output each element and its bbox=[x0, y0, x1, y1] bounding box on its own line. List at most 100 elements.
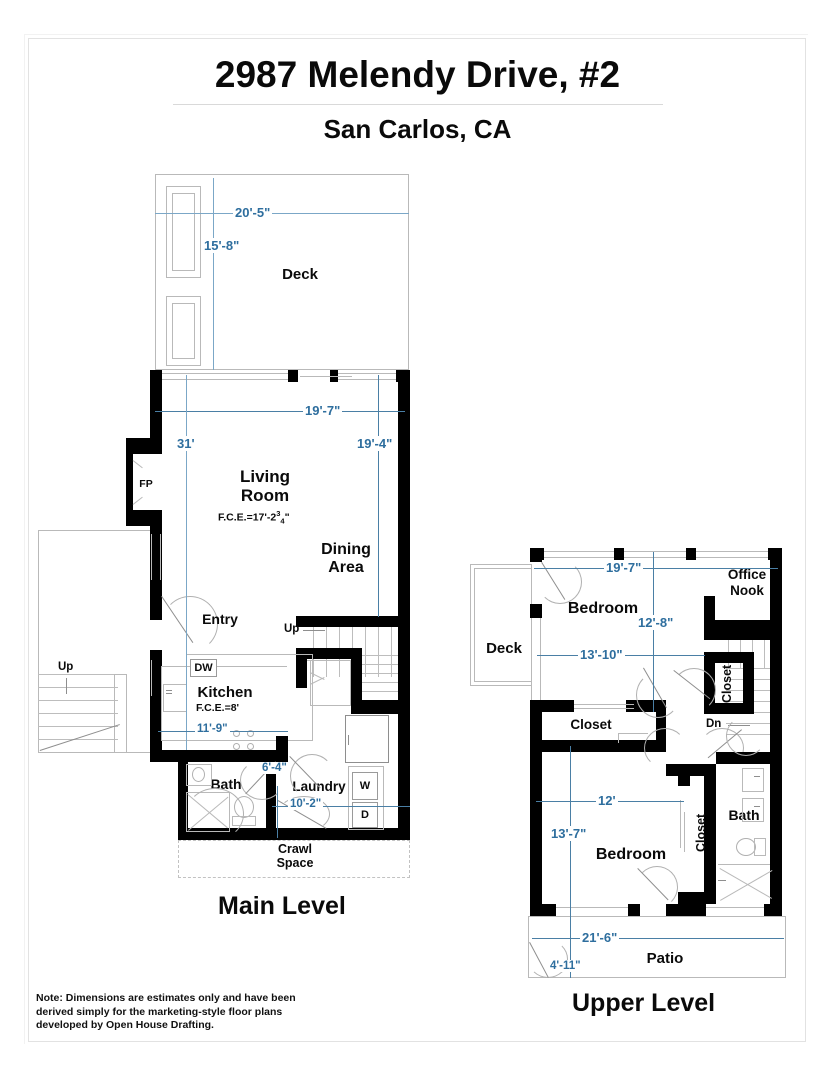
upper-bedroom-label: Bedroom bbox=[567, 600, 639, 617]
upper-stair-down-label: Dn bbox=[706, 718, 722, 730]
kitchen-counter-line-d bbox=[161, 666, 162, 740]
upper-deck-label: Deck bbox=[486, 640, 522, 657]
office-nook-label-line2: Nook bbox=[730, 583, 764, 598]
upper-top-window-5 bbox=[696, 551, 768, 552]
upper-wall-left-a bbox=[530, 548, 542, 562]
upper-closet-rod-1 bbox=[574, 704, 634, 705]
kitchen-label: Kitchen bbox=[197, 684, 253, 701]
main-wall-right bbox=[398, 370, 410, 742]
main-stair-wall-lower bbox=[362, 700, 398, 714]
main-stair-wall-top bbox=[296, 616, 398, 627]
upper-closet-wall-top bbox=[530, 700, 574, 712]
upper-closet-shelf-2 bbox=[618, 733, 619, 743]
upper-closet-label: Closet bbox=[570, 717, 612, 732]
cooktop-burner-4 bbox=[247, 743, 254, 750]
main-top-slider-line bbox=[300, 376, 352, 377]
main-left-window-outer bbox=[151, 534, 152, 580]
bath-sink-basin bbox=[192, 767, 205, 782]
cooktop-burner-1 bbox=[233, 730, 240, 737]
deck-width-dim: 20'-5" bbox=[233, 205, 273, 220]
kitchen-fce-label: F.C.E.=8' bbox=[196, 702, 240, 714]
main-stair-up-arrow bbox=[303, 630, 325, 631]
living-room-label-line2: Room bbox=[240, 486, 290, 505]
main-left-window-inner bbox=[160, 534, 161, 580]
stair-closet-label: Closet bbox=[720, 664, 734, 704]
upper-wall-right-a bbox=[770, 548, 782, 640]
house-depth-right-dim: 19'-4" bbox=[355, 436, 395, 451]
bath-width-dimline bbox=[277, 786, 278, 838]
upper-left-window-inner bbox=[540, 618, 541, 700]
entry-door-swing bbox=[162, 596, 218, 652]
upper-hall-door-swing-1 bbox=[636, 672, 680, 718]
deck-door-panel-upper bbox=[166, 186, 201, 278]
upper-wall-left-b bbox=[530, 604, 542, 618]
main-hall-cabinet bbox=[345, 715, 389, 763]
fireplace-label: FP bbox=[139, 478, 153, 490]
upper-wall-top-mid2 bbox=[686, 548, 696, 560]
main-top-window-band-4 bbox=[338, 379, 396, 380]
upper-wall-left-c bbox=[530, 700, 542, 752]
lower-closet-wall-left bbox=[678, 764, 690, 786]
stair-closet-wall-bottom bbox=[704, 703, 754, 714]
upper-top-window-3 bbox=[624, 551, 686, 552]
lower-closet-wall-top bbox=[666, 764, 716, 776]
lower-bedroom-width-dim: 12' bbox=[596, 793, 618, 808]
exterior-stair-up-label: Up bbox=[58, 661, 74, 673]
upper-closet-shelf bbox=[618, 733, 648, 734]
kitchen-counter-line-a bbox=[161, 666, 287, 667]
exterior-stair-up-arrow bbox=[66, 678, 67, 694]
lower-bedroom-depth-dim: 13'-7" bbox=[549, 826, 589, 841]
exterior-stair-rail-2 bbox=[126, 674, 127, 752]
laundry-width-dimline bbox=[272, 806, 410, 807]
upper-bedroom-width-dim: 19'-7" bbox=[604, 560, 644, 575]
dining-area-label-line2: Area bbox=[328, 559, 364, 576]
main-wall-kitchen-right bbox=[276, 736, 288, 762]
upper-bath-vanity-2 bbox=[742, 798, 764, 822]
main-wall-left-b bbox=[150, 526, 162, 594]
kitchen-counter-outline-top bbox=[186, 654, 312, 655]
main-wall-left-d bbox=[150, 650, 162, 702]
upper-left-window-outer bbox=[531, 618, 532, 700]
upper-wall-left-d bbox=[530, 752, 542, 916]
bath-door-swing bbox=[240, 760, 284, 800]
main-deck-label: Deck bbox=[282, 266, 318, 283]
house-width-dim: 19'-7" bbox=[303, 403, 343, 418]
main-wall-left-e bbox=[150, 702, 162, 750]
deck-door-panel-lower-inner bbox=[172, 303, 195, 359]
upper-bath-vanity-1 bbox=[742, 768, 764, 792]
kitchen-counter-outline-right bbox=[312, 654, 313, 740]
upper-wall-bottom-right bbox=[764, 904, 782, 916]
living-room-fce-tail: " bbox=[284, 511, 290, 524]
upper-bath-tub-top bbox=[718, 864, 770, 865]
upper-bath-tub-x-2 bbox=[720, 870, 773, 901]
living-room-fce-label: F.C.E.=17'-234" bbox=[218, 509, 290, 526]
main-hall-cabinet-handle bbox=[348, 735, 349, 745]
office-nook-wall-left bbox=[704, 596, 715, 640]
office-nook-label-line1: Office bbox=[727, 567, 767, 582]
upper-closet-rod-2 bbox=[574, 708, 634, 709]
crawl-space-label-line2: Space bbox=[276, 856, 314, 870]
upper-bath-wall-top bbox=[716, 752, 770, 764]
house-width-dimline bbox=[155, 411, 405, 412]
upper-top-window-1 bbox=[544, 551, 614, 552]
main-top-window-band-3 bbox=[338, 373, 396, 374]
deck-depth-dim: 15'-8" bbox=[202, 238, 242, 253]
lower-closet-rod-2 bbox=[684, 812, 685, 852]
upper-bedroom-depth-dim: 12'-8" bbox=[636, 615, 676, 630]
upper-top-window-4 bbox=[624, 557, 686, 558]
laundry-door-swing bbox=[290, 754, 334, 798]
deck-depth-dimline bbox=[213, 178, 214, 370]
main-wall-left-a bbox=[150, 370, 162, 438]
laundry-wall-right bbox=[398, 742, 410, 840]
living-room-fce-text: F.C.E.=17'-2 bbox=[218, 511, 277, 524]
upper-bath-toilet-bowl bbox=[736, 838, 756, 856]
bath-toilet-tank bbox=[232, 816, 256, 826]
bath-width-dim: 6'-4" bbox=[260, 762, 289, 774]
bath-toilet-bowl bbox=[234, 796, 254, 818]
patio-depth-dim: 4'-11" bbox=[548, 960, 583, 972]
cooktop-burner-3 bbox=[233, 743, 240, 750]
lower-closet-rod bbox=[680, 800, 681, 848]
bath-sink bbox=[186, 764, 212, 786]
